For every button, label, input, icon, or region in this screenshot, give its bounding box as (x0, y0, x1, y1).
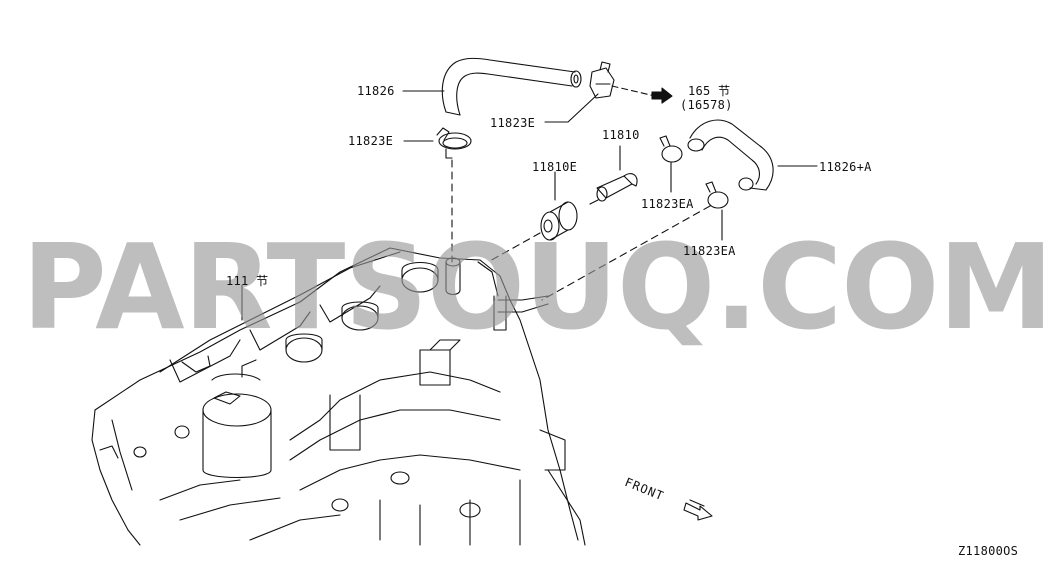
callout-hose-11826a[interactable]: 11826+A (819, 160, 872, 174)
clamp-11823e-top-drawing (589, 61, 615, 99)
callout-clamp-11823e-left[interactable]: 11823E (348, 134, 394, 148)
callout-clamp-11823e-top[interactable]: 11823E (490, 116, 536, 130)
callout-clamp-ea-lower[interactable]: 11823EA (683, 244, 736, 258)
watermark: PARTSOUQ.COM (22, 218, 1045, 356)
clamp-ea-upper-drawing (659, 135, 683, 193)
callout-grommet[interactable]: 11810E (532, 160, 578, 174)
engine-head-drawing (91, 247, 586, 546)
front-arrow-icon (683, 499, 713, 521)
clamp-11823e-left-drawing (403, 127, 472, 159)
callout-pcv-valve[interactable]: 11810 (602, 128, 640, 142)
diagram-code: Z11800OS (958, 544, 1019, 558)
callout-ref-165[interactable]: 165 节 (688, 84, 731, 98)
clamp-ea-lower-drawing (705, 181, 729, 241)
pcv-valve-drawing (589, 145, 638, 205)
callout-ref-16578[interactable]: (16578) (680, 98, 733, 112)
callout-clamp-ea-upper[interactable]: 11823EA (641, 197, 694, 211)
grommet-drawing (540, 171, 578, 241)
hose-11826-drawing (441, 57, 582, 116)
callout-hose-11826[interactable]: 11826 (357, 84, 395, 98)
callout-engine-ref[interactable]: 111 节 (226, 274, 269, 288)
hose-11826a-drawing (687, 119, 818, 191)
